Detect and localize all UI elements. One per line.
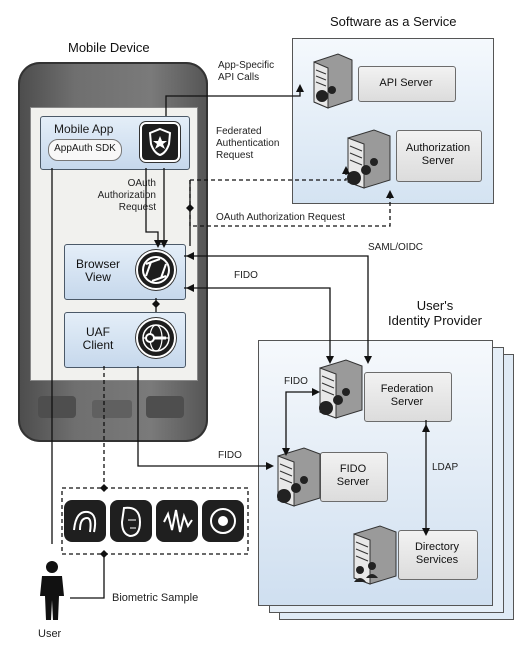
- phone-button-left: [38, 396, 76, 418]
- phone-button-center: [92, 400, 132, 418]
- ldap-label: LDAP: [432, 462, 459, 473]
- authorization-server-label: Authorization Server: [405, 142, 471, 167]
- mobile-app-title: Mobile App: [54, 122, 114, 136]
- user-figure-icon: [38, 560, 66, 629]
- fido-fed-label: FIDO: [284, 376, 308, 387]
- mobile-title: Mobile Device: [68, 40, 150, 55]
- fido-uaf-label: FIDO: [218, 450, 242, 461]
- voice-icon: [156, 500, 198, 542]
- saml-oidc-label: SAML/OIDC: [368, 242, 424, 253]
- appauth-sdk-box: [48, 139, 122, 161]
- api-server-label: API Server: [379, 76, 433, 89]
- uaf-client-label: UAF Client: [82, 325, 114, 352]
- key-globe-icon: [136, 318, 176, 358]
- user-label: User: [38, 628, 62, 640]
- authorization-server-icon: [340, 128, 396, 197]
- fido-server-label: FIDO Server: [336, 463, 370, 488]
- app-specific-label: App-Specific API Calls: [218, 60, 275, 83]
- directory-services-label: Directory Services: [414, 541, 459, 566]
- oauth-right-label: OAuth Authorization Request: [216, 212, 345, 223]
- federation-server-icon: [312, 358, 368, 427]
- federated-auth-label: Federated Authentication Request: [216, 126, 280, 161]
- face-icon: [110, 500, 152, 542]
- oauth-left-label: OAuth Authorization Request: [97, 178, 156, 213]
- browser-view-label: Browser View: [75, 257, 120, 284]
- fido-browser-label: FIDO: [234, 270, 258, 281]
- fingerprint-icon: [64, 500, 106, 542]
- appauth-sdk-label: AppAuth SDK: [54, 143, 116, 154]
- biometric-label: Biometric Sample: [112, 592, 199, 604]
- api-server-box: [358, 66, 456, 102]
- fido-server-icon: [270, 446, 326, 515]
- saas-title: Software as a Service: [330, 14, 457, 29]
- idp-title: User's Identity Provider: [388, 298, 482, 328]
- federation-server-box: [364, 372, 452, 422]
- police-badge-icon: [140, 122, 180, 162]
- federation-server-label: Federation Server: [380, 383, 434, 408]
- api-server-icon: [308, 52, 358, 115]
- iris-icon: [202, 500, 244, 542]
- phone-button-right: [146, 396, 184, 418]
- directory-server-icon: [346, 524, 402, 593]
- fido-server-box: [320, 452, 388, 502]
- directory-services-box: [398, 530, 478, 580]
- aperture-icon: [136, 250, 176, 290]
- authorization-server-box: [396, 130, 482, 182]
